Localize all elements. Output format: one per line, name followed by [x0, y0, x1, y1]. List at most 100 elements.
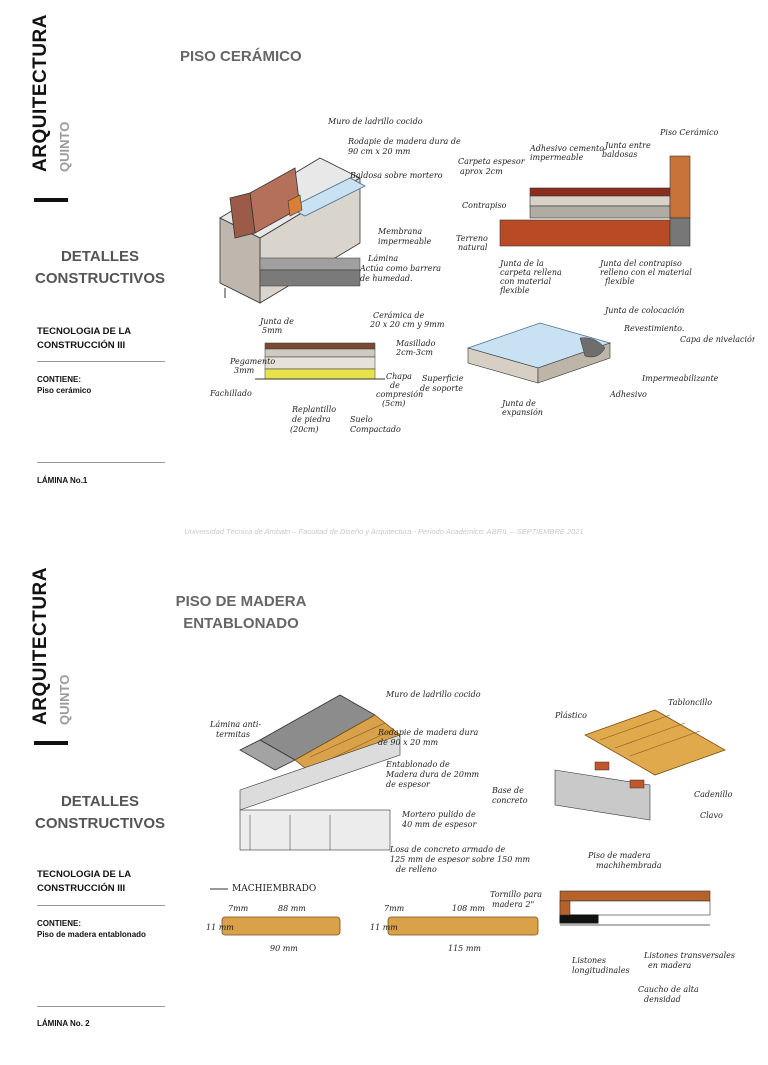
label-cadenillo: Cadenillo [694, 790, 733, 799]
label-revestimiento: Revestimiento. [623, 324, 684, 333]
label-m-11mm-b: 11 mm [370, 923, 398, 932]
label-suelo-1: Suelo [350, 415, 373, 424]
label-membrana-1: Membrana [377, 227, 422, 236]
label-machiembrado: MACHIEMBRADO [232, 884, 316, 894]
label-lamina-3: de humedad. [360, 274, 413, 283]
label-chapa-2: de [390, 381, 400, 390]
wood-iso-detail [239, 694, 401, 851]
page-heading: PISO CERÁMICO [180, 48, 302, 65]
label-junta-contrapiso-2: relleno con el material [600, 268, 692, 277]
label-m-7mm-a: 7mm [228, 904, 249, 913]
contiene-value: Piso de madera entablonado [37, 930, 146, 939]
label-baldosa: Baldosa sobre mortero [349, 171, 443, 180]
machiembrado-profiles [210, 888, 539, 936]
label-junta-expansion-1: Junta de [500, 399, 536, 408]
label-listones-trans-2: en madera [648, 961, 691, 970]
course-name: TECNOLOGIA DE LA CONSTRUCCIÓN III [37, 869, 131, 894]
label-m-11mm-a: 11 mm [206, 923, 234, 932]
course-name: TECNOLOGIA DE LA CONSTRUCCIÓN III [37, 326, 131, 351]
vertical-title: ARQUITECTURA [30, 14, 51, 172]
label-chapa-4: (5cm) [382, 399, 405, 408]
label-ceramica-1: Cerámica de [373, 311, 425, 320]
label-muro: Muro de ladrillo cocido [385, 690, 481, 699]
label-muro: Muro de ladrillo cocido [327, 117, 423, 126]
label-masillado-1: Masillado [395, 339, 436, 348]
sheet-2: ARQUITECTURA QUINTO PISO DE MADERA ENTAB… [0, 545, 768, 1065]
label-tornillo-2: madera 2" [492, 900, 534, 909]
label-base-2: concreto [492, 796, 528, 805]
label-lamina-1: Lámina [367, 254, 398, 263]
label-replantillo-2: de piedra [292, 415, 331, 424]
page-heading-line-2: ENTABLONADO [183, 615, 299, 632]
label-suelo-2: Compactado [350, 425, 401, 434]
label-lamina-2: Actúa como barrera [359, 264, 441, 273]
label-rodapie-2: 90 cm x 20 mm [348, 147, 411, 156]
vertical-title-block: ARQUITECTURA QUINTO [16, 0, 96, 182]
label-chapa-3: compresión [376, 390, 423, 399]
label-tornillo-1: Tornillo para [490, 890, 542, 899]
label-tabloncillo: Tabloncillo [668, 698, 712, 707]
label-clavo: Clavo [700, 811, 723, 820]
contiene-label: CONTIENE: [37, 375, 81, 384]
wood-floor-drawings: Muro de ladrillo cocido Lámina anti- ter… [200, 645, 755, 1023]
label-lamina-ant-1: Lámina anti- [209, 720, 261, 729]
label-ceramica-2: 20 x 20 cm y 9mm [369, 320, 445, 329]
page-heading-line-1: PISO DE MADERA [175, 593, 307, 610]
label-mortero-1: Mortero pulido de [401, 810, 476, 819]
label-caucho-1: Caucho de alta [638, 985, 699, 994]
accent-bar [34, 198, 68, 202]
label-carpeta-2: aprox 2cm [460, 167, 503, 176]
label-plastico: Plástico [554, 711, 587, 720]
label-base-1: Base de [491, 786, 524, 795]
label-junta5-2: 5mm [262, 326, 283, 335]
label-m-115mm: 115 mm [448, 944, 481, 953]
label-losa-1: Losa de concreto armado de [389, 845, 506, 854]
ceramic-section-detail [499, 155, 691, 247]
label-lamina-ant-2: termitas [216, 730, 250, 739]
label-m-90mm: 90 mm [270, 944, 298, 953]
label-m-88mm: 88 mm [278, 904, 306, 913]
wood-planks-detail [554, 709, 726, 821]
label-piso-madera-2: machihembrada [596, 861, 662, 870]
wood-section-detail [559, 890, 711, 926]
label-adhesivo-b: Adhesivo [609, 390, 647, 399]
label-caucho-2: densidad [644, 995, 681, 1004]
label-piso-ceramico: Piso Cerámico [659, 128, 718, 137]
label-losa-2: 125 mm de espesor sobre 150 mm [390, 855, 530, 864]
contiene-value: Piso cerámico [37, 386, 92, 395]
label-listones-trans-1: Listones transversales [643, 951, 735, 960]
ceramic-floor-drawings: Muro de ladrillo cocido Rodapie de mader… [200, 98, 755, 443]
vertical-title-block: ARQUITECTURA QUINTO [16, 545, 96, 735]
vertical-subtitle: QUINTO [57, 121, 72, 172]
divider [37, 905, 165, 906]
label-junta-carpeta-1: Junta de la [498, 259, 544, 268]
label-junta-contrapiso-3: flexible [604, 277, 635, 286]
accent-bar [34, 741, 68, 745]
label-junta-expansion-2: expansión [502, 408, 543, 417]
label-carpeta-1: Carpeta espesor [458, 157, 526, 166]
label-entablonado-1: Entablonado de [385, 760, 450, 769]
label-mortero-2: 40 mm de espesor [401, 820, 477, 829]
vertical-subtitle: QUINTO [57, 674, 72, 725]
label-rodapie-1: Rodapie de madera dura [377, 728, 479, 737]
section-title: DETALLES CONSTRUCTIVOS [34, 248, 165, 287]
label-junta-colocacion: Junta de colocación [603, 306, 684, 315]
label-rodapie-2: de 90 x 20 mm [378, 738, 438, 747]
divider [37, 462, 165, 463]
label-entablonado-2: Madera dura de 20mm [385, 770, 480, 779]
label-rodapie-1: Rodapie de madera dura de [347, 137, 461, 146]
label-junta-contrapiso-1: Junta del contrapiso [598, 259, 682, 268]
label-entablonado-3: de espesor [386, 780, 431, 789]
label-impermeabilizante: Impermeabilizante [641, 374, 719, 383]
contiene-label: CONTIENE: [37, 919, 81, 928]
ceramic-layers-detail [255, 342, 385, 380]
label-terreno-2: natural [458, 243, 488, 252]
footer: Universidad Técnica de Ambato – Facultad… [184, 527, 584, 536]
page-heading: PISO DE MADERA ENTABLONADO [166, 591, 316, 635]
label-contrapiso: Contrapiso [462, 201, 507, 210]
label-adhesivo-1: Adhesivo cemento [529, 144, 604, 153]
label-listones-long-2: longitudinales [572, 966, 630, 975]
ceramic-tile-iso-detail [466, 322, 612, 384]
label-adhesivo-2: impermeable [530, 153, 584, 162]
label-fachillado: Fachillado [209, 389, 252, 398]
